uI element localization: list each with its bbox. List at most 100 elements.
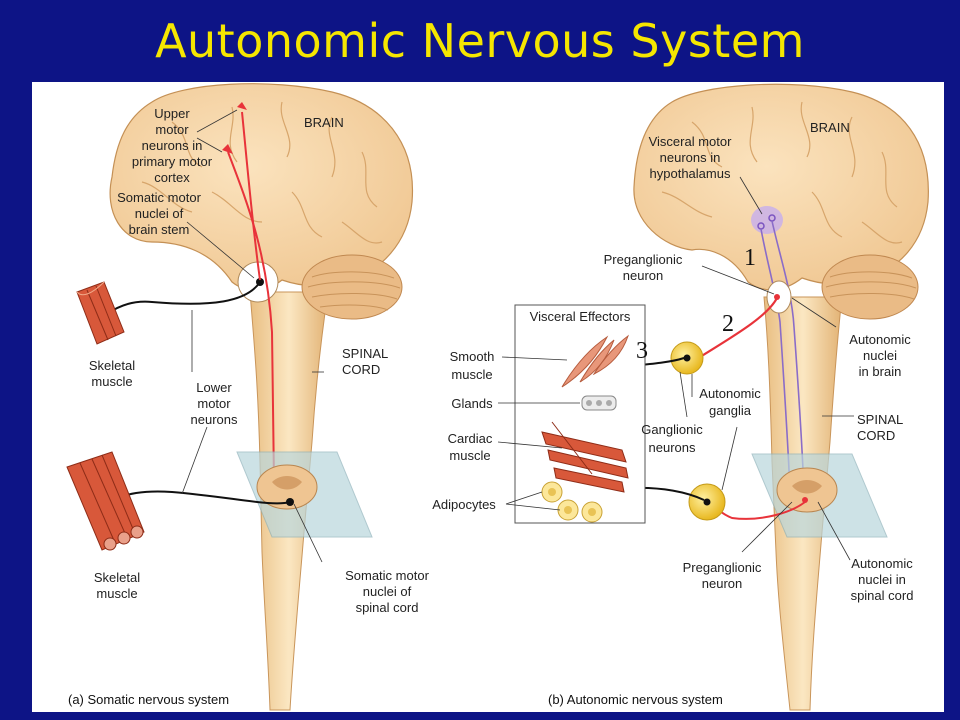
svg-text:nuclei: nuclei xyxy=(863,348,897,363)
cord-neuron-b xyxy=(802,497,808,503)
label-smooth-muscle: Smooth muscle xyxy=(450,349,495,382)
svg-text:Smooth: Smooth xyxy=(450,349,495,364)
svg-text:SPINAL: SPINAL xyxy=(342,346,388,361)
cardiac-muscle-cells xyxy=(541,421,629,493)
svg-text:primary motor: primary motor xyxy=(132,154,213,169)
label-lower-motor: Lower motor neurons xyxy=(191,380,238,427)
visceral-tract-2 xyxy=(771,220,805,493)
svg-text:neurons in: neurons in xyxy=(660,150,721,165)
diagram-figure: BRAIN Upper motor neurons in primary mot… xyxy=(32,82,944,712)
svg-text:Autonomic: Autonomic xyxy=(851,556,913,571)
brain-b-folds xyxy=(661,101,903,244)
svg-text:neurons: neurons xyxy=(649,440,696,455)
leaders-a xyxy=(181,109,324,563)
cerebellum-b xyxy=(821,254,919,320)
svg-text:Somatic motor: Somatic motor xyxy=(345,568,429,583)
svg-text:Upper: Upper xyxy=(154,106,190,121)
svg-text:Skeletal: Skeletal xyxy=(89,358,135,373)
svg-text:in brain: in brain xyxy=(859,364,902,379)
cerebellum-a xyxy=(301,254,403,320)
label-upper-motor: Upper motor neurons in primary motor cor… xyxy=(132,106,213,185)
visceral-effectors-title: Visceral Effectors xyxy=(530,309,631,324)
svg-text:nuclei in: nuclei in xyxy=(858,572,906,587)
diagram-svg: BRAIN Upper motor neurons in primary mot… xyxy=(66,83,929,711)
svg-text:brain stem: brain stem xyxy=(129,222,190,237)
label-spinal-cord-b: SPINAL CORD xyxy=(857,412,903,443)
label-skeletal-muscle-2: Skeletal muscle xyxy=(94,570,140,601)
gray-matter-a xyxy=(272,476,302,490)
svg-text:neurons in: neurons in xyxy=(142,138,203,153)
panel-b: Visceral Effectors xyxy=(432,83,929,711)
label-preganglionic-top: Preganglionic neuron xyxy=(604,252,683,283)
label-cardiac-muscle: Cardiac muscle xyxy=(448,431,493,463)
svg-text:muscle: muscle xyxy=(96,586,137,601)
svg-text:Autonomic: Autonomic xyxy=(849,332,911,347)
skeletal-muscle-1 xyxy=(76,281,125,345)
label-somatic-nuclei-cord: Somatic motor nuclei of spinal cord xyxy=(345,568,429,615)
label-autonomic-nuclei-cord: Autonomic nuclei in spinal cord xyxy=(851,556,914,603)
svg-text:Preganglionic: Preganglionic xyxy=(683,560,762,575)
smooth-muscle-cells xyxy=(561,334,629,388)
svg-text:Skeletal: Skeletal xyxy=(94,570,140,585)
label-visceral-motor: Visceral motor neurons in hypothalamus xyxy=(649,134,733,181)
label-adipocytes: Adipocytes xyxy=(432,497,496,512)
svg-text:Ganglionic: Ganglionic xyxy=(641,422,703,437)
lower-motor-path-1 xyxy=(106,281,261,315)
svg-text:Preganglionic: Preganglionic xyxy=(604,252,683,267)
preganglionic-path-top xyxy=(699,297,778,358)
svg-text:Lower: Lower xyxy=(196,380,232,395)
brain-a-folds xyxy=(141,101,383,244)
gland-cells xyxy=(581,395,617,411)
svg-text:neuron: neuron xyxy=(623,268,663,283)
gray-matter-b xyxy=(792,480,822,494)
svg-text:Cardiac: Cardiac xyxy=(448,431,493,446)
caption-a: (a) Somatic nervous system xyxy=(68,692,229,707)
label-brain-b: BRAIN xyxy=(810,120,850,135)
svg-text:cortex: cortex xyxy=(154,170,190,185)
hypothalamus-b xyxy=(751,206,783,234)
label-preganglionic-bottom: Preganglionic neuron xyxy=(683,560,762,591)
svg-text:ganglia: ganglia xyxy=(709,403,752,418)
svg-text:Somatic motor: Somatic motor xyxy=(117,190,201,205)
caption-b: (b) Autonomic nervous system xyxy=(548,692,723,707)
upper-motor-path-1 xyxy=(241,111,261,281)
upper-motor-soma-1 xyxy=(237,102,247,110)
svg-text:nuclei of: nuclei of xyxy=(135,206,184,221)
ganglion-neuron-top xyxy=(683,354,691,362)
svg-text:SPINAL: SPINAL xyxy=(857,412,903,427)
label-autonomic-nuclei-brain: Autonomic nuclei in brain xyxy=(849,332,911,379)
slide-title: Autonomic Nervous System xyxy=(155,14,805,68)
svg-text:neuron: neuron xyxy=(702,576,742,591)
step-number-3: 3 xyxy=(636,338,648,364)
skeletal-muscle-2 xyxy=(66,451,145,551)
svg-text:CORD: CORD xyxy=(857,428,895,443)
panel-a: BRAIN Upper motor neurons in primary mot… xyxy=(66,83,430,711)
svg-text:CORD: CORD xyxy=(342,362,380,377)
svg-text:Autonomic: Autonomic xyxy=(699,386,761,401)
step-number-1: 1 xyxy=(744,245,756,271)
leaders-b xyxy=(497,176,854,561)
svg-text:neurons: neurons xyxy=(191,412,238,427)
ganglion-neuron-bottom xyxy=(703,498,711,506)
svg-text:hypothalamus: hypothalamus xyxy=(650,166,731,181)
svg-text:motor: motor xyxy=(155,122,189,137)
svg-text:spinal cord: spinal cord xyxy=(851,588,914,603)
label-ganglionic-neurons: Ganglionic neurons xyxy=(641,422,703,455)
visceral-tract-1 xyxy=(760,228,791,493)
svg-text:muscle: muscle xyxy=(449,448,490,463)
label-somatic-nuclei-stem: Somatic motor nuclei of brain stem xyxy=(117,190,201,237)
label-skeletal-muscle-1: Skeletal muscle xyxy=(89,358,135,389)
cerebellum-b-lines xyxy=(825,271,917,300)
upper-motor-path-2 xyxy=(227,151,275,483)
svg-text:Visceral motor: Visceral motor xyxy=(649,134,733,149)
label-brain-a: BRAIN xyxy=(304,115,344,130)
svg-text:motor: motor xyxy=(197,396,231,411)
svg-text:spinal cord: spinal cord xyxy=(356,600,419,615)
label-spinal-cord-a: SPINAL CORD xyxy=(342,346,388,377)
upper-motor-soma-2 xyxy=(222,144,233,154)
adipocyte-cells xyxy=(541,481,603,523)
svg-text:nuclei of: nuclei of xyxy=(363,584,412,599)
brain-b xyxy=(633,83,929,291)
step-number-2: 2 xyxy=(722,311,734,337)
label-autonomic-ganglia: Autonomic ganglia xyxy=(699,386,761,418)
